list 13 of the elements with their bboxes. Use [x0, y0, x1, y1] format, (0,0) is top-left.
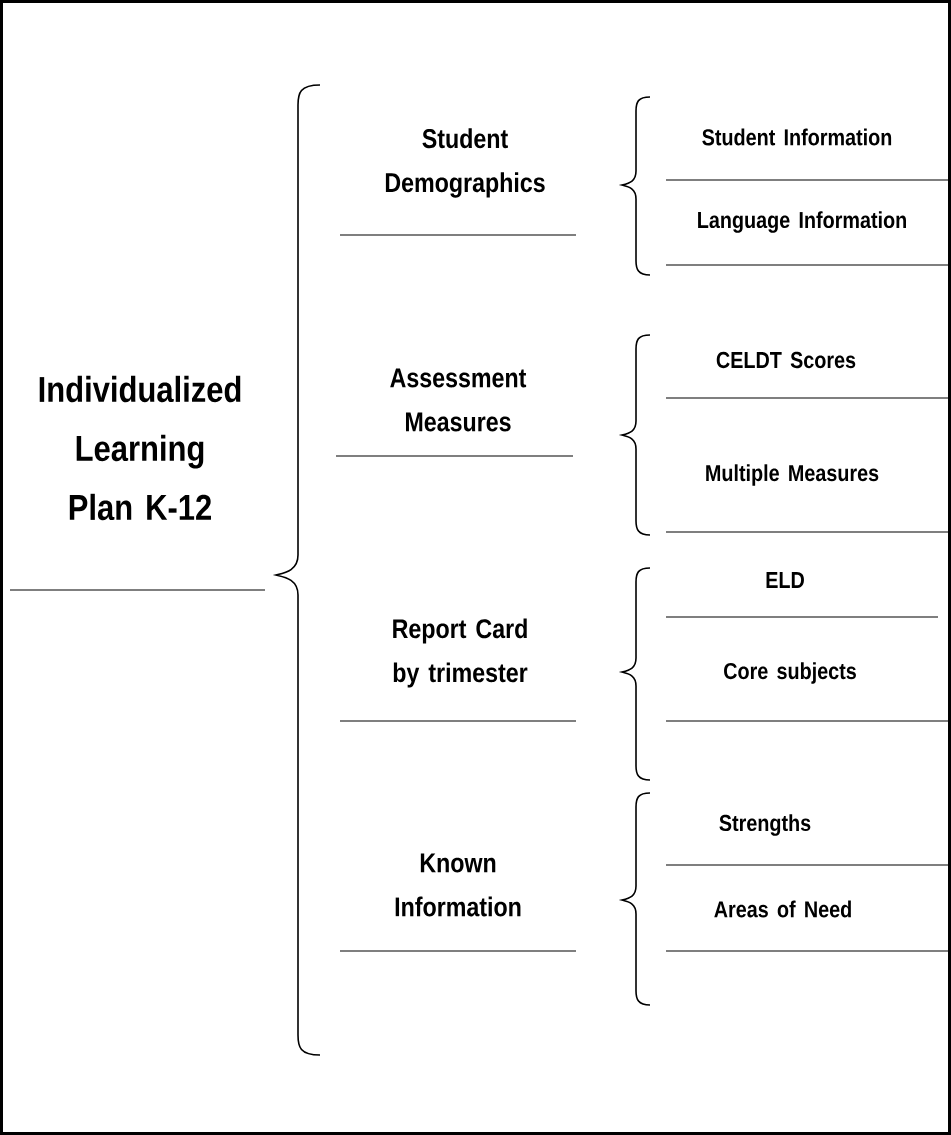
heading-text: Individualized Learning Plan K-12	[39, 375, 241, 521]
heading-text: Known Information	[395, 853, 521, 917]
heading-text: Student Demographics	[385, 128, 545, 198]
heading-text: ELD	[766, 572, 804, 588]
heading-text: Student Information	[702, 128, 892, 146]
heading-text: Language Information	[698, 211, 906, 233]
heading-text: CELDT Scores	[716, 351, 856, 369]
heading-text: Areas of Need	[714, 900, 851, 918]
heading-text: Multiple Measures	[706, 464, 879, 486]
heading-text: Report Card by trimester	[393, 618, 528, 688]
heading-text: Core subjects	[724, 662, 856, 684]
heading-text: Assessment Measures	[390, 368, 527, 432]
heading-text: Strengths	[719, 814, 811, 836]
